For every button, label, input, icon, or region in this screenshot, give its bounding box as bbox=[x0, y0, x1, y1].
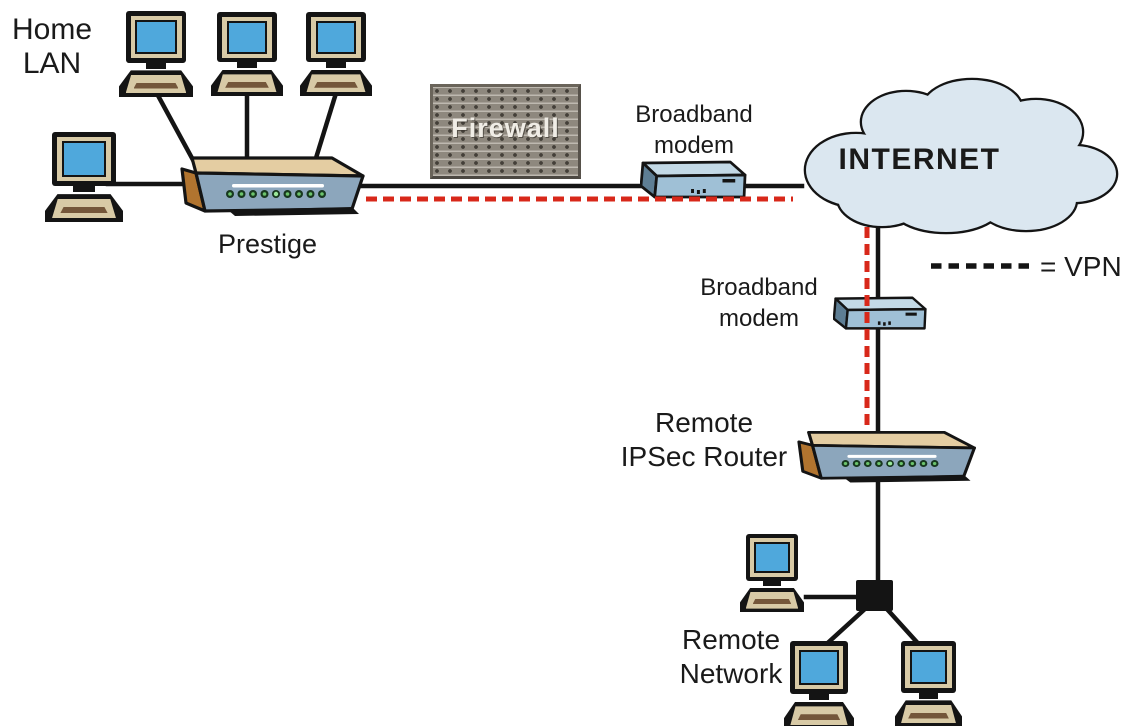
remote-network-label: Remote Network bbox=[679, 624, 783, 690]
computer-icon bbox=[119, 11, 193, 97]
prestige-router-icon bbox=[180, 156, 365, 216]
monitor bbox=[52, 132, 116, 186]
screen bbox=[135, 19, 177, 54]
keyboard bbox=[300, 69, 372, 96]
computer-icon bbox=[45, 132, 123, 222]
vpn-legend-label: = VPN bbox=[1040, 251, 1122, 282]
keyboard bbox=[45, 194, 123, 222]
screen bbox=[61, 141, 107, 177]
screen bbox=[753, 542, 791, 573]
monitor bbox=[790, 641, 848, 694]
internet-label: INTERNET bbox=[838, 143, 1001, 176]
computer-icon bbox=[300, 12, 372, 96]
monitor bbox=[901, 641, 956, 693]
broadband-modem-2-label: Broadband modem bbox=[700, 274, 818, 333]
firewall-icon: Firewall bbox=[430, 84, 581, 179]
monitor bbox=[125, 11, 187, 63]
keyboard bbox=[784, 701, 854, 726]
broadband-modem-1-icon bbox=[640, 160, 747, 199]
keyboard bbox=[211, 69, 283, 96]
computer-icon bbox=[784, 641, 854, 726]
screen bbox=[315, 20, 357, 54]
firewall-label: Firewall bbox=[451, 113, 560, 143]
screen bbox=[909, 649, 948, 684]
prestige-label: Prestige bbox=[217, 229, 318, 259]
home-lan-line2: LAN bbox=[22, 46, 82, 80]
computer-icon bbox=[895, 641, 962, 726]
remote-ipsec-router-icon bbox=[797, 430, 976, 483]
monitor bbox=[217, 12, 277, 63]
network-hub-icon bbox=[856, 580, 893, 611]
wire-pc3-router bbox=[313, 87, 340, 161]
keyboard bbox=[895, 700, 962, 726]
monitor bbox=[306, 12, 366, 63]
home-lan-label: Home LAN bbox=[0, 13, 104, 80]
screen bbox=[799, 650, 839, 685]
internet-cloud-icon bbox=[803, 77, 1119, 235]
keyboard bbox=[740, 587, 804, 612]
monitor bbox=[745, 534, 799, 581]
computer-icon bbox=[740, 534, 804, 612]
computer-icon bbox=[211, 12, 283, 96]
screen bbox=[226, 20, 268, 54]
remote-ipsec-router-label: Remote IPSec Router bbox=[620, 407, 788, 472]
keyboard bbox=[119, 70, 193, 97]
home-lan-line1: Home bbox=[11, 13, 93, 46]
broadband-modem-1-label: Broadband modem bbox=[635, 101, 753, 160]
wire-pc1-router bbox=[151, 86, 197, 164]
